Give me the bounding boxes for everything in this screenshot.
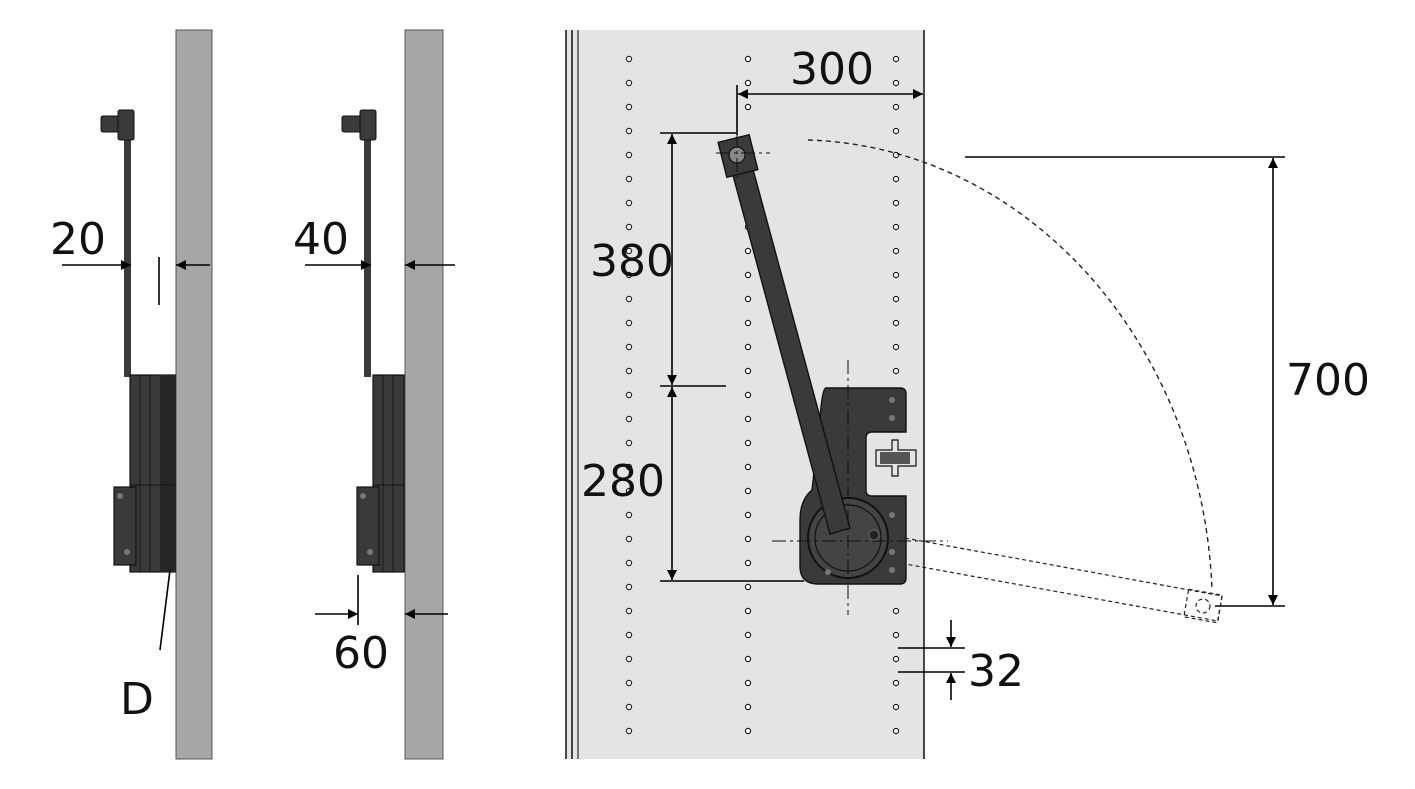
front-view: 300 380 280 700 32 (565, 30, 1370, 759)
lift-mechanism-body (113, 374, 176, 573)
mounting-hole (744, 703, 752, 711)
mounting-hole (625, 727, 633, 735)
mounting-hole (625, 295, 633, 303)
mounting-hole (625, 127, 633, 135)
dim-upper-height: 380 (590, 236, 674, 287)
mounting-hole (744, 583, 752, 591)
lift-mechanism-body (356, 374, 405, 573)
mounting-hole (625, 247, 633, 255)
mounting-hole (892, 127, 900, 135)
mounting-hole (744, 511, 752, 519)
mounting-hole (625, 367, 633, 375)
mounting-hole (625, 463, 633, 471)
mounting-hole (892, 703, 900, 711)
mounting-hole (625, 199, 633, 207)
wall-panel (404, 29, 444, 760)
swing-arc (807, 139, 1213, 591)
mounting-hole (625, 439, 633, 447)
mounting-hole (892, 655, 900, 663)
mounting-hole (744, 271, 752, 279)
mounting-hole (892, 247, 900, 255)
mounting-hole (744, 655, 752, 663)
mounting-hole (744, 103, 752, 111)
mounting-hole (744, 631, 752, 639)
mounting-hole (892, 199, 900, 207)
mounting-hole (744, 487, 752, 495)
mounting-hole (744, 343, 752, 351)
lift-arm (717, 133, 851, 535)
mounting-hole (744, 55, 752, 63)
rod-cap (359, 109, 377, 141)
dim-swing-height: 700 (1286, 355, 1370, 406)
mounting-hole (625, 79, 633, 87)
mounting-hole (744, 295, 752, 303)
mounting-hole (744, 415, 752, 423)
mounting-hole (744, 607, 752, 615)
side-view-1: 20 D (50, 29, 213, 760)
mounting-hole (625, 55, 633, 63)
mounting-hole (892, 223, 900, 231)
mounting-hole (625, 415, 633, 423)
mounting-hole (892, 103, 900, 111)
mounting-hole (744, 679, 752, 687)
mounting-hole (892, 271, 900, 279)
mounting-hole (625, 319, 633, 327)
mounting-hole (892, 343, 900, 351)
mounting-hole (892, 631, 900, 639)
mounting-hole (892, 79, 900, 87)
mounting-hole (744, 727, 752, 735)
mounting-hole (892, 727, 900, 735)
mounting-hole (625, 679, 633, 687)
mounting-hole (625, 175, 633, 183)
dim-lower-height: 280 (581, 456, 665, 507)
dim-depth-offset: 60 (333, 628, 389, 679)
mounting-hole (625, 535, 633, 543)
dim-width: 300 (790, 44, 874, 95)
mounting-hole (625, 655, 633, 663)
mounting-hole (744, 463, 752, 471)
mounting-hole (744, 247, 752, 255)
lift-rod (124, 132, 131, 377)
mounting-hole (625, 703, 633, 711)
lift-rod (364, 132, 371, 377)
mounting-hole (625, 511, 633, 519)
mounting-hole (892, 319, 900, 327)
dim-hole-pitch: 32 (968, 646, 1024, 697)
mounting-hole (892, 175, 900, 183)
mounting-hole (892, 367, 900, 375)
center-lines (716, 133, 948, 615)
dim-side-gap-small: 20 (50, 214, 106, 265)
mounting-hole (744, 535, 752, 543)
mounting-hole (744, 319, 752, 327)
mounting-hole (744, 79, 752, 87)
mounting-hole (625, 607, 633, 615)
wall-panel (175, 29, 213, 760)
mounting-hole (892, 607, 900, 615)
mounting-hole (744, 367, 752, 375)
dim-side-gap-large: 40 (293, 214, 349, 265)
mounting-hole (625, 631, 633, 639)
mounting-hole (744, 439, 752, 447)
mounting-hole (625, 103, 633, 111)
mounting-hole (625, 559, 633, 567)
mounting-hole (625, 343, 633, 351)
mounting-hole (625, 391, 633, 399)
mounting-hole (625, 487, 633, 495)
side-view-2: 40 60 (293, 29, 455, 760)
mounting-hole (625, 271, 633, 279)
mounting-hole (892, 679, 900, 687)
mounting-hole (744, 559, 752, 567)
door-label: D (120, 674, 154, 725)
mounting-hole (744, 391, 752, 399)
mounting-hole (625, 583, 633, 591)
mounting-hole (892, 55, 900, 63)
mounting-hole (625, 151, 633, 159)
mounting-hole (625, 223, 633, 231)
mounting-hole (892, 295, 900, 303)
rod-cap (117, 109, 135, 141)
